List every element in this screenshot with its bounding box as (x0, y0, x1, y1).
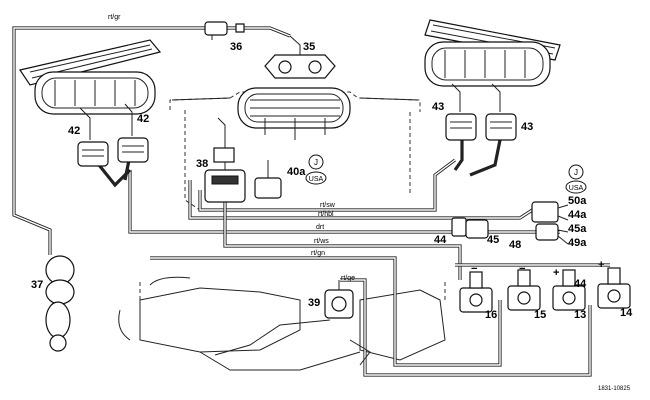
center-vent (237, 87, 351, 140)
solenoid-valve-14 (597, 267, 631, 309)
part-label-14: 14 (620, 307, 633, 319)
part-label-43b: 43 (521, 121, 533, 133)
actuator-42-left (77, 107, 109, 167)
part-label-37: 37 (31, 279, 43, 291)
sign-minus-2: − (519, 263, 525, 275)
solenoid-valve-16 (459, 271, 493, 313)
part-label-42a: 42 (68, 125, 80, 137)
solenoid-valve-15 (507, 269, 541, 311)
part-label-44-right: 44 (574, 278, 587, 290)
valve-40a (254, 160, 282, 199)
badge-j-right: J (574, 168, 578, 177)
part-label-36: 36 (230, 41, 242, 53)
control-switch-38 (204, 117, 246, 203)
part-label-42b: 42 (137, 113, 149, 125)
left-vent (19, 39, 162, 115)
solenoid-valve-13 (552, 269, 586, 311)
part-label-45a: 45a (568, 223, 587, 235)
badge-j-usa-right: J USA (565, 164, 587, 194)
actuator-43-right (485, 83, 517, 141)
badge-usa-left: USA (309, 176, 324, 183)
actuator-43-left (445, 83, 477, 141)
part-label-16: 16 (485, 309, 497, 321)
wire-label-rt-hbl: rt/hbl (318, 211, 334, 218)
junction-44-45 (451, 217, 489, 239)
part-label-43a: 43 (432, 101, 444, 113)
vacuum-reservoir-37 (45, 255, 75, 352)
part-label-40a: 40a (287, 166, 306, 178)
junction-block-right (531, 201, 569, 245)
part-label-49a: 49a (568, 237, 587, 249)
wire-label-rt-sw: rt/sw (320, 202, 336, 209)
wire-label-rt-gn: rt/gn (311, 250, 325, 257)
part-label-48: 48 (509, 239, 521, 251)
wire-label-rt-ws: rt/ws (314, 238, 329, 245)
wire-label-rt-gr: rt/gr (108, 14, 121, 21)
wire-label-rt-ge: rt/ge (341, 275, 355, 282)
check-valve-36 (204, 21, 245, 40)
part-label-13: 13 (574, 309, 586, 321)
part-label-38: 38 (196, 158, 208, 170)
wire-label-drt: drt (316, 224, 324, 231)
part-label-35: 35 (303, 41, 315, 53)
part-label-15: 15 (534, 309, 546, 321)
heater-housing-outline (118, 276, 446, 371)
sign-plus-2: + (598, 259, 604, 271)
valve-39 (324, 280, 354, 319)
part-label-44-left: 44 (434, 234, 447, 246)
vacuum-reservoir-35 (264, 35, 336, 79)
badge-j-usa-left: J USA (305, 154, 327, 185)
part-label-50a: 50a (568, 195, 587, 207)
right-vent (424, 19, 561, 87)
sign-minus-1: − (471, 263, 477, 275)
reference-code: 1831-10825 (598, 386, 631, 392)
vacuum-hoses (12, 26, 610, 377)
part-label-39: 39 (308, 297, 320, 309)
actuator-42-right (117, 103, 149, 163)
badge-usa-right: USA (569, 185, 584, 192)
part-label-45: 45 (487, 234, 499, 246)
part-label-44a: 44a (568, 209, 587, 221)
sign-plus-1: + (553, 267, 559, 279)
badge-j-left: J (314, 158, 318, 167)
